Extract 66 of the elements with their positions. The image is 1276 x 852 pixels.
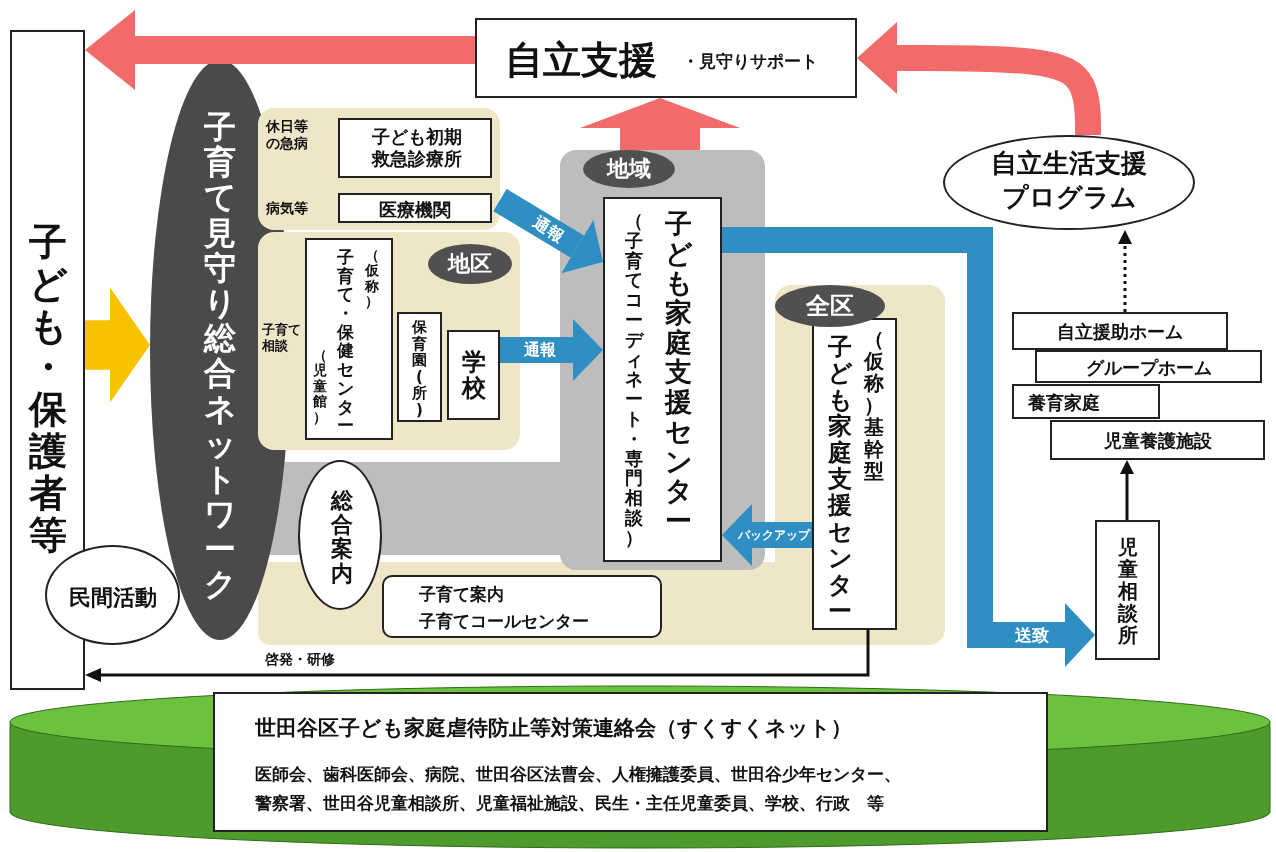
center-box — [812, 318, 897, 630]
node-label: グループホーム — [1084, 356, 1213, 380]
edge-label: 通報 — [524, 339, 556, 361]
area-band — [258, 232, 520, 450]
node-label: 子育てコールセンター — [419, 610, 589, 633]
node-label: 子育て案内 — [419, 583, 504, 606]
arrow — [85, 10, 475, 90]
info-box — [382, 575, 662, 638]
arrow — [580, 98, 740, 150]
node-label: 総合案内 — [331, 489, 353, 586]
area-band — [258, 108, 500, 230]
node-label: 子育て見守り総合ネットワーク — [204, 110, 236, 603]
node-label: 子ども・保護者等 — [29, 222, 67, 557]
facility-box — [447, 330, 500, 420]
center-box — [603, 197, 722, 562]
area-tag: 全区 — [775, 285, 885, 327]
side-label: 子育て相談 — [262, 322, 302, 355]
node-label: 休日等の急病 — [266, 118, 309, 152]
edge-label: 啓発・研修 — [265, 651, 335, 669]
facility-box — [338, 118, 492, 178]
edge-label: 送致 — [1015, 623, 1049, 647]
area-tag: 地域 — [583, 150, 675, 188]
node-label: 保育園(所) — [412, 319, 427, 418]
facility-box — [338, 193, 492, 223]
edge-label: 通報 — [528, 212, 568, 248]
node-label: ・見守りサポート — [682, 50, 818, 73]
node-label: 病気等 — [266, 200, 308, 218]
node-label: 子育て・保健センター — [337, 248, 354, 435]
edge-label: バックアップ — [738, 526, 810, 544]
node-label: （児童館） — [313, 348, 327, 425]
arrow — [493, 188, 603, 274]
node-label: （子育てコーディネート・専門相談） — [625, 211, 643, 548]
facility-box — [397, 312, 442, 422]
node-label: 児童相談所 — [1118, 536, 1138, 646]
agency-box — [1095, 520, 1160, 660]
facility-box — [1035, 350, 1262, 383]
node-label: 自立支援 — [505, 37, 657, 84]
node-label: 子ども家庭支援センター — [828, 334, 852, 625]
arrow — [85, 630, 870, 682]
node-label: 自立援助ホーム — [1056, 320, 1184, 344]
node-label: 子ども初期救急診療所 — [370, 126, 463, 170]
node-label: 自立生活支援プログラム — [990, 147, 1148, 214]
node-label: 学校 — [462, 349, 486, 402]
node-label: （仮称）基幹型 — [864, 328, 884, 482]
council-panel — [213, 692, 1048, 832]
node-label: （仮称） — [365, 248, 379, 310]
area-band — [775, 285, 945, 645]
arrow — [85, 287, 150, 403]
facility-box — [1012, 312, 1228, 350]
center-box — [305, 238, 393, 440]
facility-box — [1050, 420, 1265, 460]
arrow — [722, 227, 1095, 667]
node-label: 養育家庭 — [1028, 391, 1100, 415]
arrow — [1120, 460, 1134, 520]
arrow — [722, 504, 812, 566]
node-label: 医療機関 — [378, 198, 452, 222]
node-label: 民間活動 — [67, 584, 158, 612]
node-label: 世田谷区子ども家庭虐待防止等対策連絡会（すくすくネット） — [255, 715, 852, 742]
node-label: 児童養護施設 — [1102, 429, 1213, 453]
support-box — [475, 18, 857, 98]
node-label: 医師会、歯科医師会、病院、世田谷区法曹会、人権擁護委員、世田谷少年センター、警察署、世田谷児童相談所、児童福祉施設、民生・主任児童委員、学校、行政 等 — [255, 763, 902, 815]
node-label: 子ども家庭支援センター — [665, 209, 692, 536]
facility-box — [1012, 384, 1160, 419]
arrow — [500, 319, 603, 381]
arrow — [1118, 230, 1132, 312]
area-tag: 地区 — [428, 244, 512, 284]
